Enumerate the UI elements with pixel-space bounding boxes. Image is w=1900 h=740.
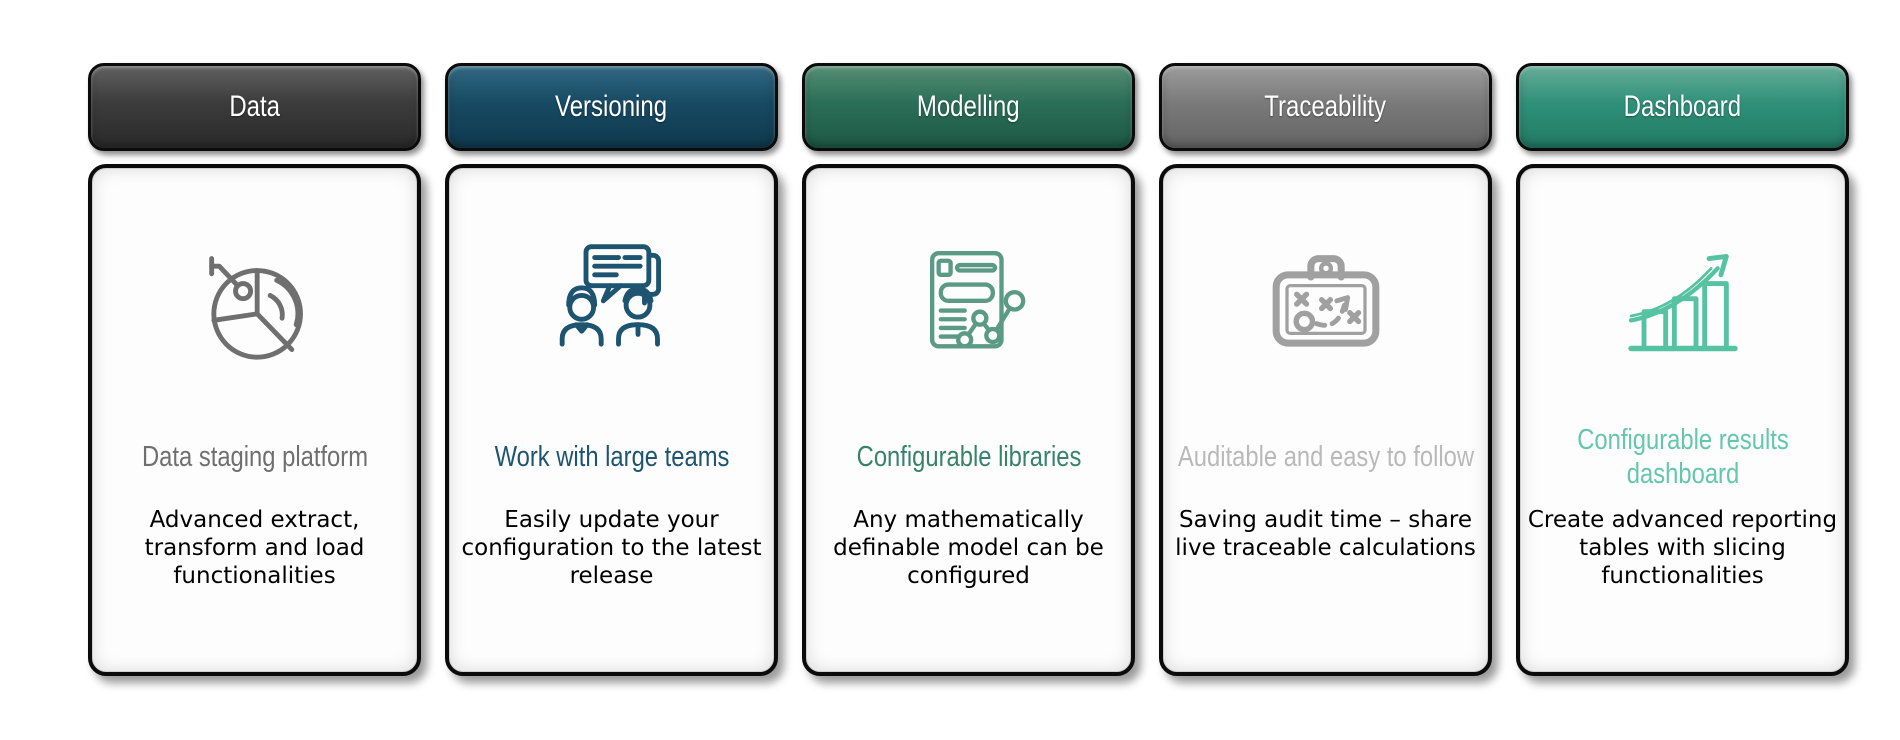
- card-description: Create advanced reporting tables with sl…: [1527, 507, 1838, 590]
- card-body-data: Data staging platform Advanced extract, …: [88, 164, 421, 676]
- card-title: Work with large teams: [494, 440, 729, 473]
- card-title: Auditable and easy to follow: [1177, 440, 1474, 473]
- document-chart-icon: [904, 238, 1034, 368]
- card-description: Easily update your configuration to the …: [461, 507, 762, 590]
- feature-card-traceability: Traceability: [1159, 63, 1492, 676]
- card-title: Data staging platform: [141, 440, 368, 473]
- card-body-traceability: Auditable and easy to follow Saving audi…: [1159, 164, 1492, 676]
- card-description: Any mathematically definable model can b…: [833, 507, 1104, 590]
- feature-card-modelling: Modelling: [802, 63, 1135, 676]
- card-title: Configurable results dashboard: [1576, 423, 1789, 490]
- pie-chart-analysis-icon: [190, 238, 320, 368]
- card-body-versioning: Work with large teams Easily update your…: [445, 164, 778, 676]
- card-header-tab-dashboard[interactable]: Dashboard: [1516, 63, 1849, 151]
- feature-card-data: Data: [88, 63, 421, 676]
- card-title: Configurable libraries: [856, 440, 1081, 473]
- card-body-modelling: Configurable libraries Any mathematicall…: [802, 164, 1135, 676]
- card-header-tab-data[interactable]: Data: [88, 63, 421, 151]
- growth-chart-icon: [1618, 238, 1748, 368]
- card-header-label: Dashboard: [1623, 90, 1742, 123]
- card-header-tab-versioning[interactable]: Versioning: [445, 63, 778, 151]
- feature-card-dashboard: Dashboard: [1516, 63, 1849, 676]
- team-chat-icon: [547, 238, 677, 368]
- card-header-tab-modelling[interactable]: Modelling: [802, 63, 1135, 151]
- card-header-label: Traceability: [1264, 90, 1387, 123]
- card-header-tab-traceability[interactable]: Traceability: [1159, 63, 1492, 151]
- card-header-label: Modelling: [917, 90, 1020, 123]
- feature-card-versioning: Versioning: [445, 63, 778, 676]
- card-description: Saving audit time – share live traceable…: [1175, 507, 1476, 562]
- card-header-label: Versioning: [555, 90, 668, 123]
- feature-cards-row: Data: [88, 63, 1849, 676]
- card-description: Advanced extract, transform and load fun…: [144, 507, 365, 590]
- card-body-dashboard: Configurable results dashboard Create ad…: [1516, 164, 1849, 676]
- card-header-label: Data: [229, 90, 280, 123]
- strategy-board-icon: [1261, 238, 1391, 368]
